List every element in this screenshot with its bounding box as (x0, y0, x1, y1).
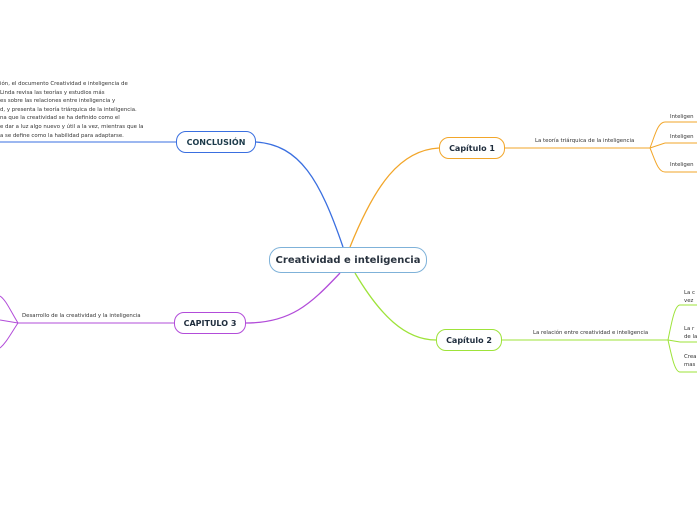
connector-cap3-child-1 (0, 295, 19, 324)
conclusion-line: na que la creatividad se ha definido com… (0, 115, 120, 122)
conclusion-line: d, y presenta la teoría triárquica de la… (0, 106, 137, 113)
connector-cap2-child-1 (667, 304, 681, 341)
cap1-subtopic[interactable]: La teoría triárquica de la inteligencia (535, 138, 635, 144)
conclusion-line: ión, el documento Creatividad e intelige… (0, 81, 128, 87)
connector-cap1-child-1 (649, 121, 666, 149)
connector-cap2-child-3 (667, 339, 681, 373)
conclusion-line: Linda revisa las teorías y estudios más (0, 89, 105, 96)
conclusion-line: es sobre las relaciones entre inteligenc… (0, 98, 116, 105)
cap2-child-1-line: La c (684, 290, 695, 296)
cap1-child-2[interactable]: Inteligen (670, 134, 694, 140)
cap2-child-3[interactable]: Crea mas (684, 353, 696, 369)
cap2-child-1[interactable]: La c vez (684, 289, 695, 305)
cap1-child-3[interactable]: Inteligen (670, 162, 694, 168)
conclusion-line: a se define como la habilidad para adapt… (0, 132, 124, 139)
cap2-subtopic[interactable]: La relación entre creatividad e intelige… (533, 330, 649, 336)
topic-conclusion[interactable]: CONCLUSIÓN (176, 131, 256, 153)
connector-central-cap2 (354, 272, 437, 341)
cap1-child-1[interactable]: Inteligen (670, 114, 694, 120)
central-topic[interactable]: Creatividad e inteligencia (269, 247, 427, 273)
connector-cap3-child-2 (0, 319, 19, 324)
connector-central-conclusion (255, 141, 344, 248)
cap3-subtopic[interactable]: Desarrollo de la creatividad y la inteli… (22, 313, 141, 319)
conclusion-line: e dar a luz algo nuevo y útil a la vez, … (0, 123, 144, 130)
connector-central-cap3 (245, 272, 341, 324)
cap2-child-2-line: La r (684, 326, 695, 332)
connector-central-cap1 (349, 147, 440, 248)
connector-cap1-child-3 (649, 147, 666, 173)
cap2-child-3-line: mas (684, 362, 696, 368)
topic-capitulo-3[interactable]: CAPITULO 3 (174, 312, 246, 334)
cap2-child-1-line: vez (684, 298, 694, 304)
connector-cap3-child-3 (0, 322, 19, 349)
connector-cap1-child-2 (649, 142, 666, 149)
topic-capitulo-1[interactable]: Capítulo 1 (439, 137, 505, 159)
conclusion-text: ión, el documento Creatividad e intelige… (0, 80, 150, 140)
cap2-child-2[interactable]: La r de la (684, 325, 697, 341)
connector-cap2-child-2 (667, 339, 681, 343)
cap2-child-3-line: Crea (684, 354, 697, 360)
topic-capitulo-2[interactable]: Capítulo 2 (436, 329, 502, 351)
cap2-child-2-line: de la (684, 334, 697, 340)
